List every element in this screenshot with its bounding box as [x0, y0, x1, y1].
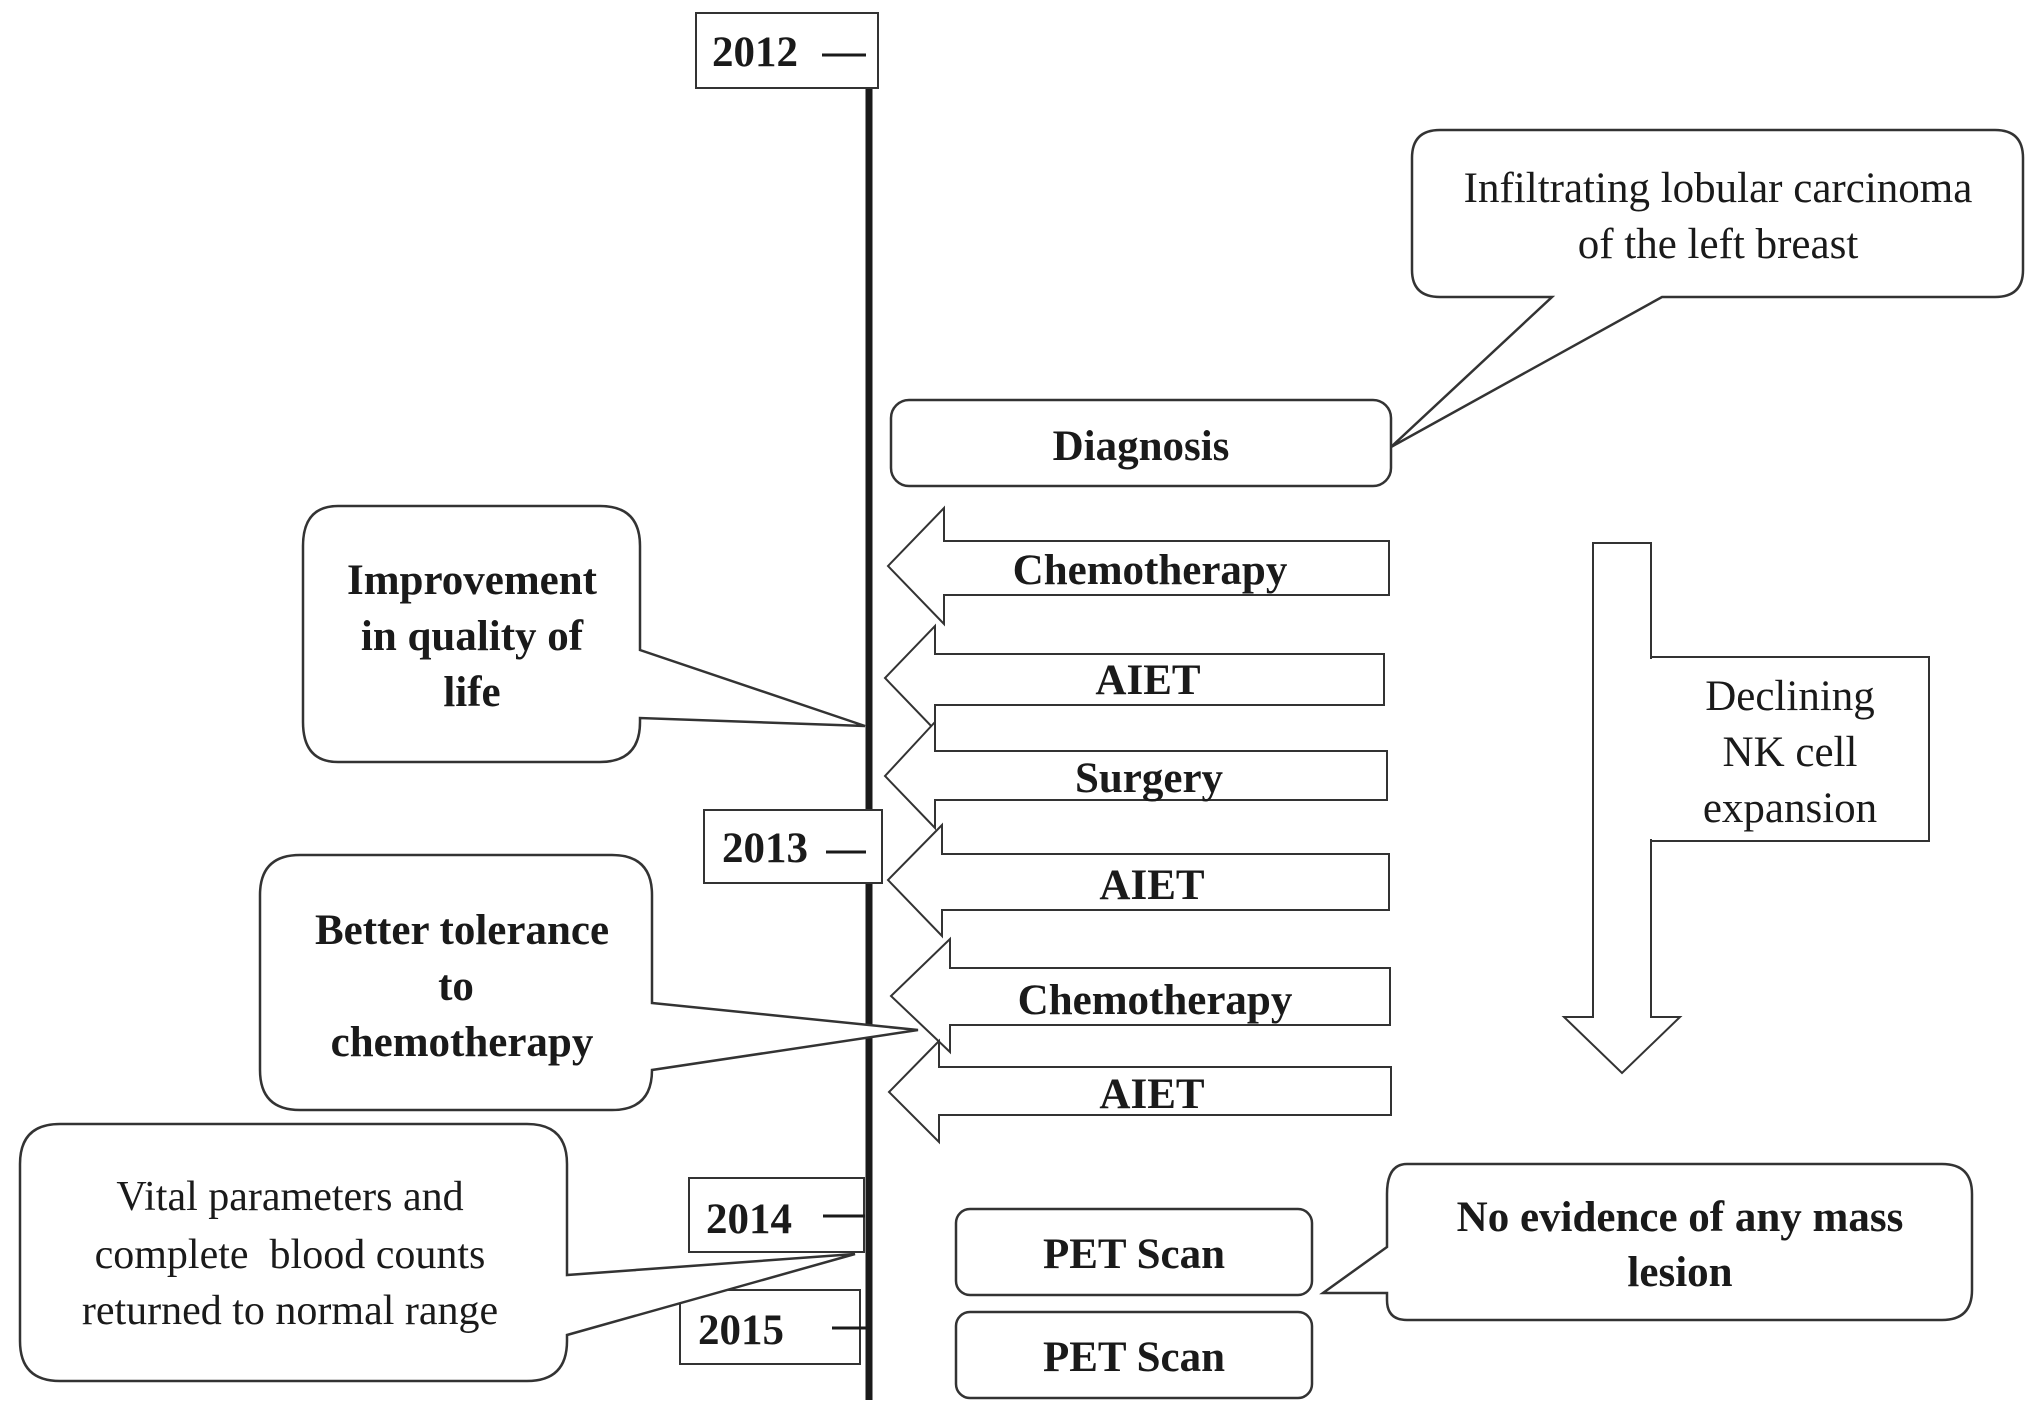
treatment-arrow-surgery: Surgery	[883, 719, 1388, 831]
treatment-label: AIET	[1099, 862, 1204, 909]
pet-result-text: lesion	[1627, 1249, 1732, 1296]
outcome-text: complete blood counts	[95, 1232, 486, 1278]
diagnosis-callout: Infiltrating lobular carcinoma of the le…	[1390, 128, 2025, 449]
trend-label: NK cell	[1723, 729, 1858, 776]
treatment-arrow-aiet-1: AIET	[883, 623, 1385, 733]
outcome-text: chemotherapy	[331, 1019, 594, 1066]
treatment-label: Chemotherapy	[1013, 547, 1288, 594]
pet-result-callout: No evidence of any mass lesion	[1319, 1162, 1974, 1322]
treatment-arrow-aiet-2: AIET	[886, 822, 1390, 939]
diagnosis-node: Diagnosis	[889, 398, 1393, 488]
pet-scan-label: PET Scan	[1043, 1231, 1225, 1278]
trend-label: Declining	[1705, 673, 1875, 720]
pet-scan-node: PET Scan	[954, 1310, 1314, 1400]
outcome-text: life	[443, 669, 500, 716]
treatment-label: Surgery	[1075, 755, 1224, 802]
outcome-text: returned to normal range	[82, 1288, 498, 1334]
year-label: 2014	[706, 1196, 792, 1243]
year-marker-2012: 2012	[695, 12, 879, 89]
pet-scan-label: PET Scan	[1043, 1334, 1225, 1381]
year-marker-2014: 2014	[688, 1177, 865, 1253]
treatment-arrow-aiet-3: AIET	[887, 1038, 1392, 1145]
treatment-label: AIET	[1095, 657, 1200, 704]
outcome-text: Vital parameters and	[116, 1174, 463, 1220]
year-label: 2015	[698, 1307, 784, 1354]
outcome-text: in quality of	[361, 613, 584, 660]
treatment-label: Chemotherapy	[1018, 977, 1293, 1024]
pet-scan-node: PET Scan	[954, 1207, 1314, 1297]
treatment-arrow-chemotherapy-1: Chemotherapy	[886, 505, 1390, 627]
year-label: 2012	[712, 29, 798, 76]
callout-text: Infiltrating lobular carcinoma	[1464, 165, 1973, 212]
outcome-text: Improvement	[347, 557, 598, 604]
outcome-text: to	[438, 963, 474, 1010]
treatment-arrow-chemotherapy-2: Chemotherapy	[889, 936, 1391, 1055]
vital-parameters-callout: Vital parameters and complete blood coun…	[18, 1122, 856, 1383]
chemotherapy-tolerance-callout: Better tolerance to chemotherapy	[258, 853, 919, 1112]
year-marker-2015: 2015	[679, 1289, 866, 1365]
treatment-label: AIET	[1099, 1071, 1204, 1118]
pet-result-text: No evidence of any mass	[1457, 1194, 1904, 1241]
trend-label: expansion	[1703, 785, 1877, 832]
declining-trend-arrow: Declining NK cell expansion	[1561, 542, 1930, 1075]
outcome-text: Better tolerance	[315, 907, 609, 954]
diagnosis-label: Diagnosis	[1053, 423, 1230, 470]
quality-of-life-callout: Improvement in quality of life	[301, 504, 866, 764]
callout-text: of the left breast	[1578, 221, 1859, 268]
year-label: 2013	[722, 825, 808, 872]
year-marker-2013: 2013	[703, 809, 883, 884]
